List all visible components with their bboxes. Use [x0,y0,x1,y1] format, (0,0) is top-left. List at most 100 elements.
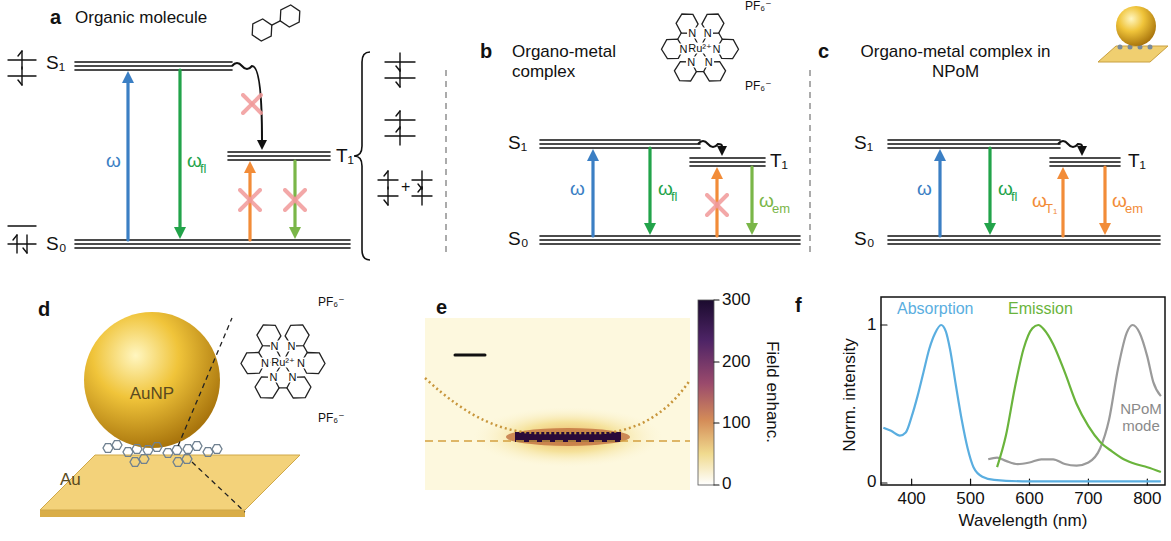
transition-arrow [293,161,296,227]
colorbar-tick [714,299,719,300]
atom-label: Ru²⁺ [270,357,296,368]
aromatic-ring [152,443,162,452]
spin-arrow [421,187,422,205]
plus-sign: + [401,178,410,196]
substrate-icon [1098,46,1168,62]
energy-level [888,147,1060,149]
field-halo [506,428,630,446]
node-label: Au [60,470,310,490]
aromatic-ring [212,445,222,454]
atom-label: N [703,28,713,39]
absorption-curve [883,325,1161,481]
panel-title: Organo-metal complex [512,42,630,81]
atom-label: Ru²⁺ [687,43,713,54]
axis-tick [881,324,887,325]
energy-level [540,147,700,149]
ring-bond [272,21,280,25]
spin-arrow [418,187,422,192]
panel-divider [809,70,810,256]
aromatic-ring [285,325,309,346]
forbidden-cross [240,190,260,210]
forbidden-cross [243,95,261,113]
molecule-icon [1118,45,1123,50]
frequency-label: ω [570,178,585,200]
frequency-subscript: T₁ [1045,202,1057,217]
arrow-head [244,161,256,173]
leader-line [192,462,245,512]
aromatic-ring [182,455,192,464]
energy-level [540,243,800,245]
panel-letter: b [480,40,492,63]
ring-bond [696,71,703,72]
frequency-label: ω [106,150,121,172]
frequency-subscript: em [1125,202,1143,217]
coordination-bond [283,346,291,362]
aromatic-ring [717,39,739,59]
counter-ion: PF₆⁻ [318,296,345,310]
counter-ion: PF₆⁻ [318,412,345,426]
spin-arrow [21,67,22,85]
atom-label: N [270,341,280,352]
energy-level [690,157,765,159]
transition-arrow [648,148,651,223]
energy-level [228,155,330,157]
frequency-label: ω [998,178,1013,200]
spin-arrow [396,111,400,116]
gold-substrate: Au [30,440,310,525]
leader-line [178,318,232,446]
spin-arrow [399,69,400,87]
molecule-icon [1148,45,1153,50]
nanoparticle-sphere: AuNP [84,312,220,448]
transition-arrow [988,148,991,223]
arrow-head [934,149,946,161]
nanoparticle-icon [1116,6,1156,46]
counter-ion: PF₆⁻ [745,0,772,14]
arrow-head [1077,146,1087,156]
spin-arrow [16,235,17,253]
arrow-head [122,71,134,83]
aromatic-ring [662,39,684,59]
forbidden-cross [240,190,260,210]
curve-label: NPoM mode [1117,400,1165,435]
panel-title: Organic molecule [75,8,207,28]
spin-arrow [387,187,388,205]
atom-label: N [704,56,714,67]
arrow-head [711,167,723,179]
counter-ion: PF₆⁻ [745,80,772,94]
spin-arrow [18,80,22,85]
aromatic-ring [192,442,202,451]
coordination-bond [265,361,283,363]
aromatic-ring [255,377,279,398]
frequency-label: ω [1112,190,1127,212]
node-shape [84,312,220,448]
substrate-outline [425,440,690,442]
transition-arrow [178,70,181,227]
aromatic-ring [280,5,300,27]
emission-curve [997,325,1161,472]
axis-tick-label: 800 [1133,489,1161,509]
coordination-bond [283,362,293,377]
energy-level [690,165,765,167]
frequency-label: ω [917,178,932,200]
coordination-bond [691,48,700,62]
field-map [425,318,690,490]
aromatic-ring [139,455,149,464]
arrow-head [174,227,186,239]
energy-level [690,161,765,163]
transition-arrow [126,83,129,240]
transition-arrow [1103,167,1106,223]
coordination-bond [700,33,708,48]
panel-letter: f [795,294,802,317]
arrow-head [984,223,996,235]
plot-frame [881,297,1165,485]
orbital-level [8,225,36,226]
coordination-bond [275,346,283,362]
colorbar-tick [714,361,719,362]
arrow-head [257,140,267,150]
aromatic-ring [132,445,142,454]
state-label: S₀ [854,228,875,250]
energy-level [75,239,350,241]
state-label: S₁ [46,52,65,74]
state-label: S₀ [46,233,67,255]
